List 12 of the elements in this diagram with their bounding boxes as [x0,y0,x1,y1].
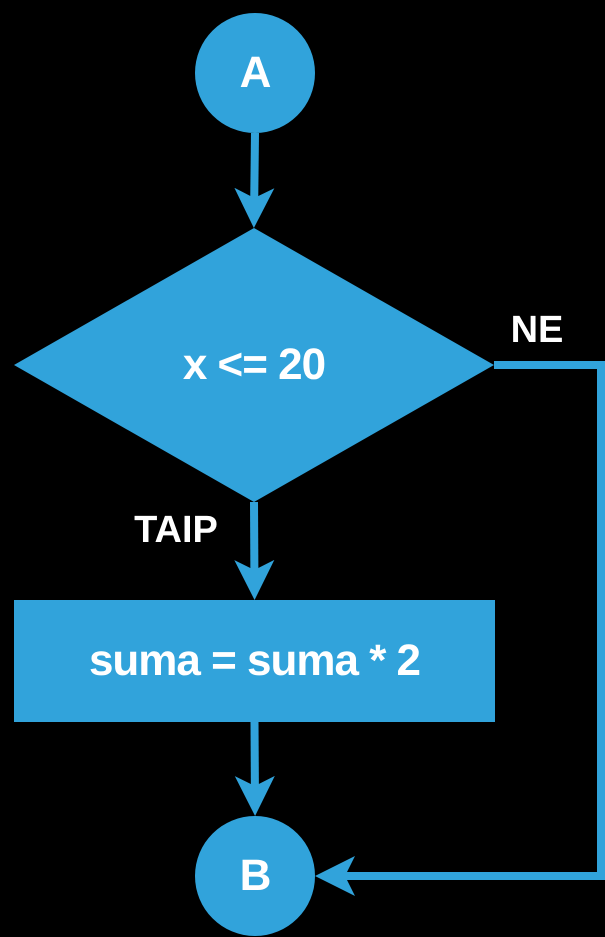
decision-diamond [14,228,494,502]
arrow [315,361,605,896]
arrow [234,132,274,228]
connector-circle [195,13,315,133]
node-text: B [240,854,270,898]
node-text: suma = suma * 2 [88,639,420,683]
arrow [234,722,275,816]
connector-circle [195,816,315,936]
arrow [234,502,274,600]
process-box [14,600,495,722]
node-text: A [240,51,270,95]
node-text: x <= 20 [182,343,326,387]
